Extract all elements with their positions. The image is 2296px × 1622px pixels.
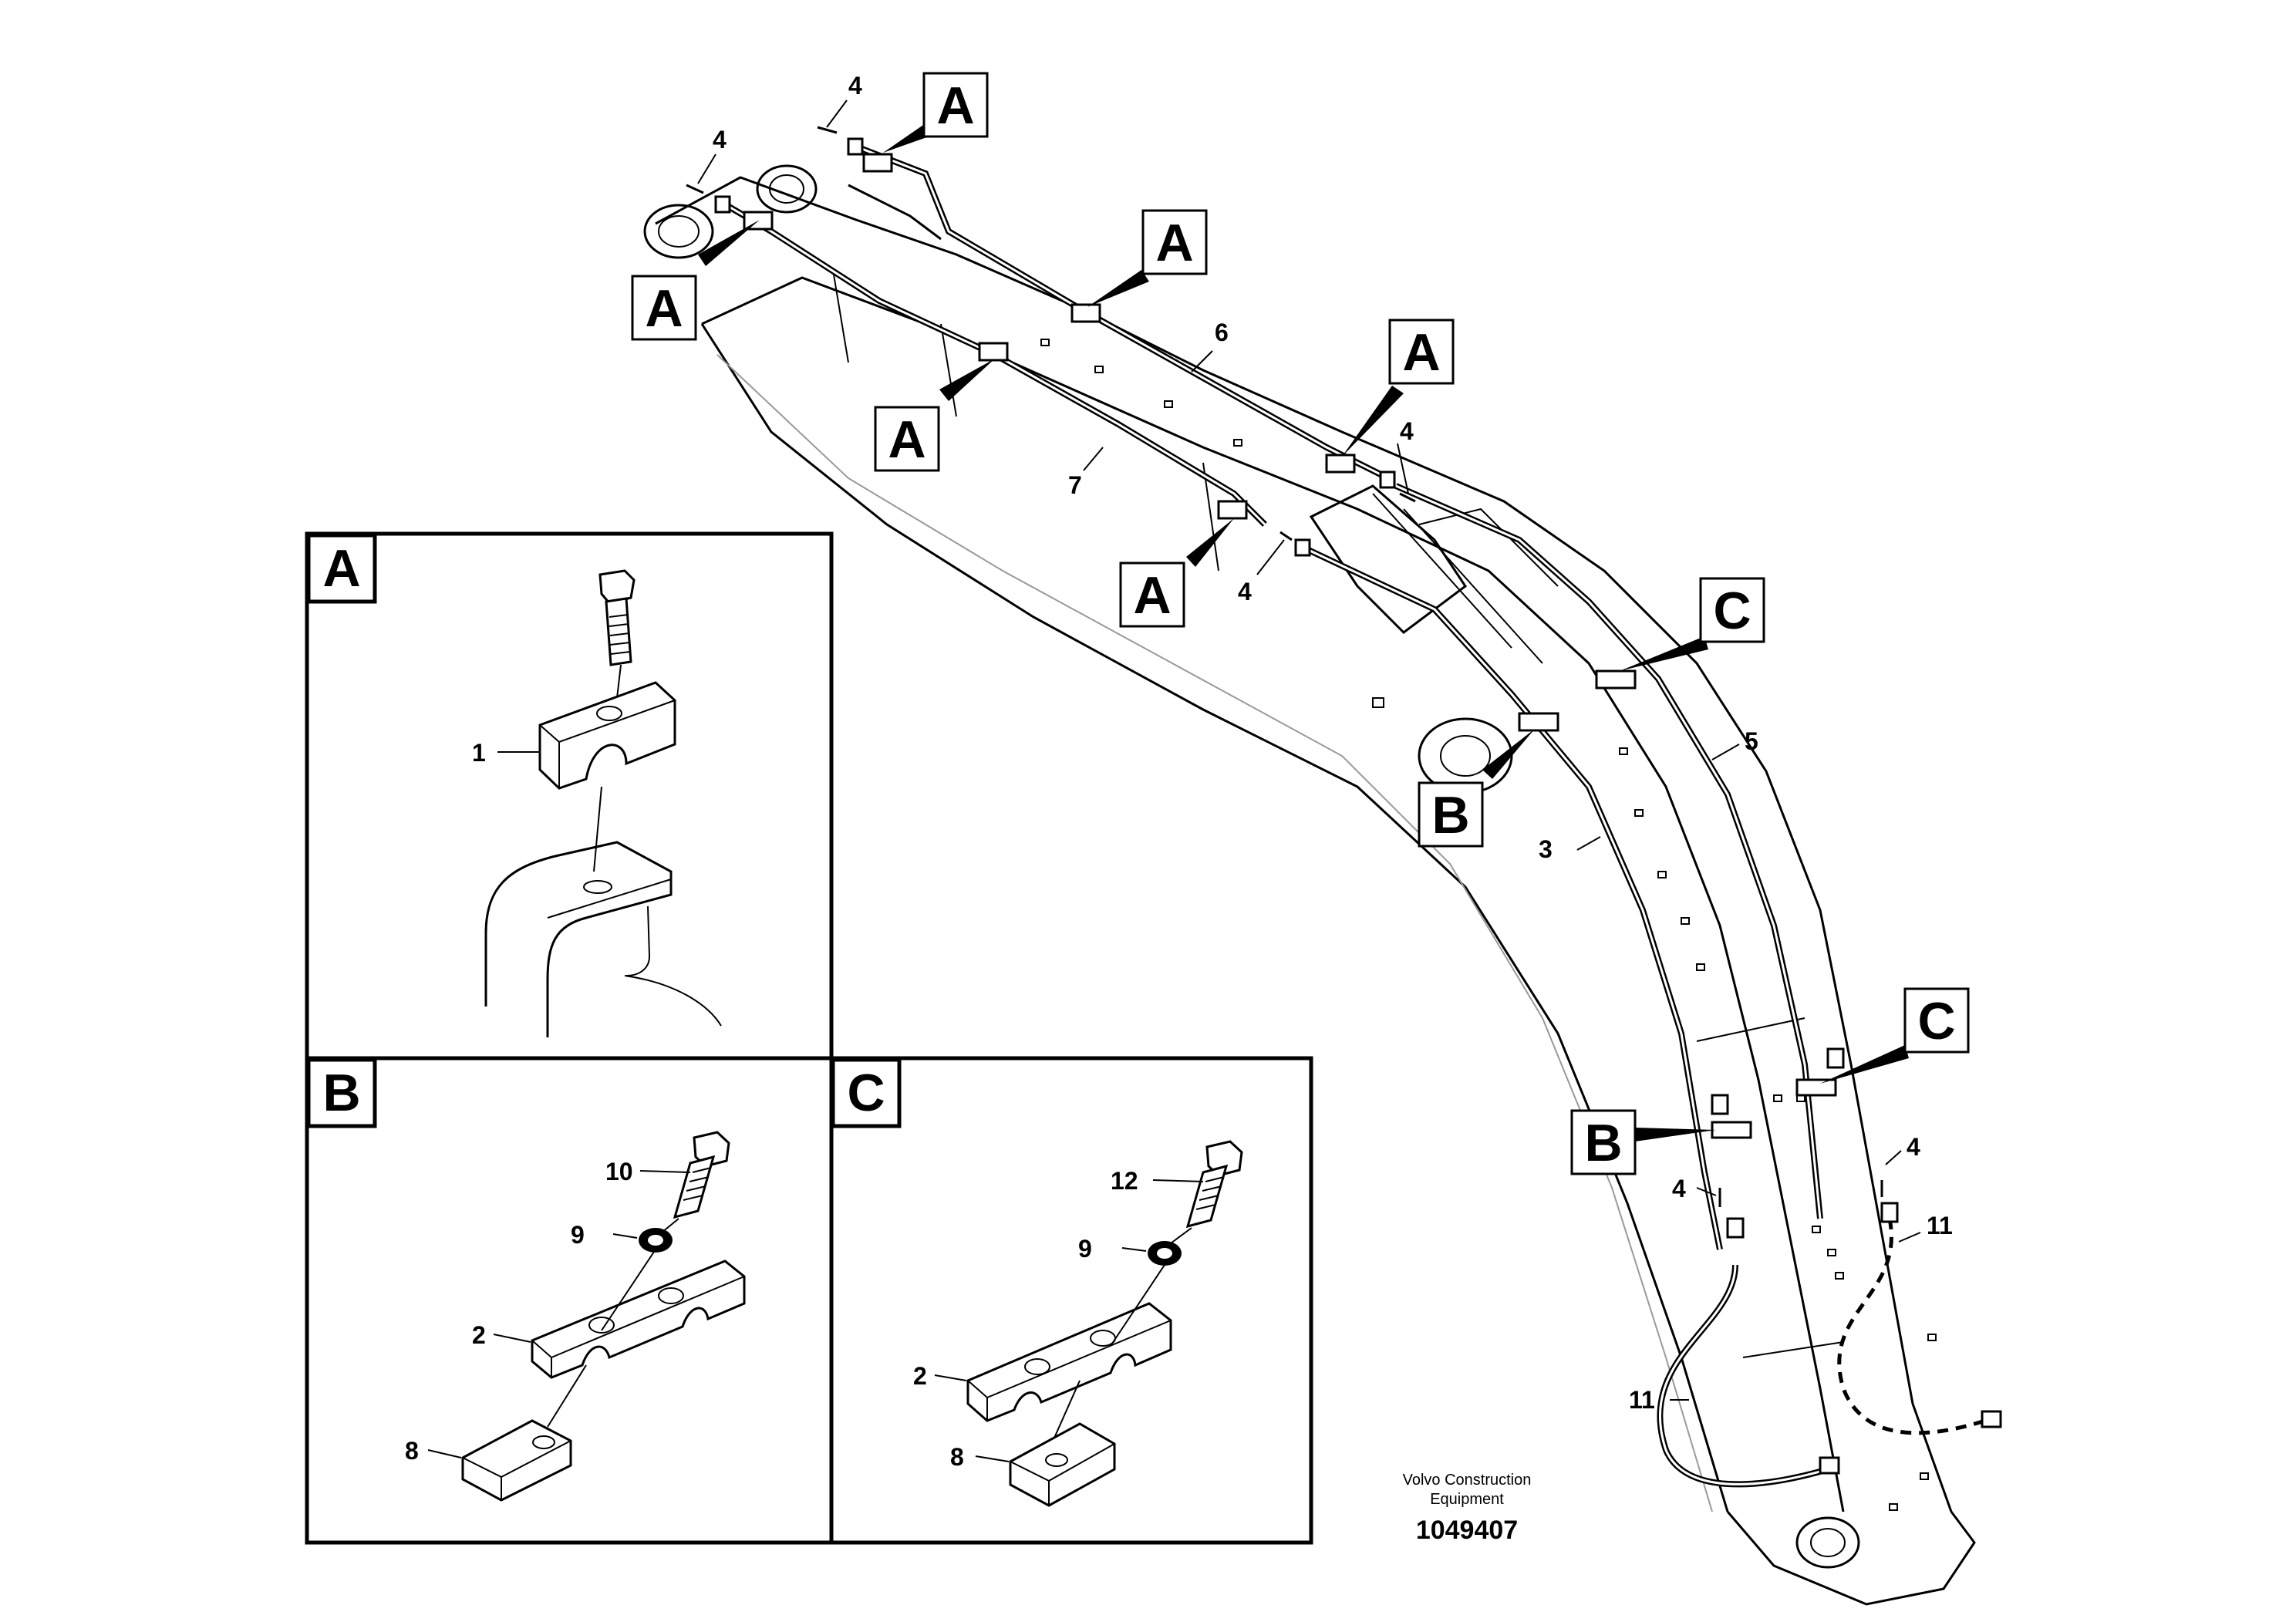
clamp-half xyxy=(538,681,676,790)
detail-c: C 12 9 2 xyxy=(831,1057,1243,1507)
callout-tag: C xyxy=(1917,992,1955,1050)
part-number: 5 xyxy=(1745,727,1758,755)
part-number-9: 9 xyxy=(571,1221,585,1249)
detail-title: A xyxy=(322,539,360,598)
part-number: 4 xyxy=(713,126,727,153)
part-number-labels: 4 4 4 4 4 4 6 7 5 3 11 11 xyxy=(697,72,1953,1414)
hydraulic-lines xyxy=(686,126,2002,1488)
part-number-8: 8 xyxy=(950,1443,964,1471)
spacer-block xyxy=(461,1419,572,1502)
callout-tag: A xyxy=(1155,214,1193,272)
callout-tag-box xyxy=(922,72,989,138)
spacer-block xyxy=(1009,1422,1116,1507)
callout-tag: A xyxy=(1133,566,1171,625)
callout-tag: C xyxy=(1713,582,1751,640)
bolt-icon xyxy=(1185,1140,1243,1229)
bolt-icon xyxy=(673,1131,730,1219)
washer-icon xyxy=(639,1228,673,1253)
part-number-2: 2 xyxy=(472,1321,486,1349)
part-number: 4 xyxy=(1907,1133,1920,1161)
part-number: 4 xyxy=(1672,1175,1686,1202)
part-number: 3 xyxy=(1539,835,1553,863)
part-number: 11 xyxy=(1927,1212,1953,1239)
detail-b: B 10 9 2 xyxy=(306,1057,746,1502)
detail-title: C xyxy=(847,1064,885,1122)
callout-tag: A xyxy=(936,76,974,135)
part-number-10: 10 xyxy=(605,1158,633,1185)
part-number-9: 9 xyxy=(1078,1235,1092,1263)
detail-a: A 1 xyxy=(306,533,722,1037)
part-number-1: 1 xyxy=(472,739,486,767)
detail-title: B xyxy=(322,1064,360,1122)
part-number: 11 xyxy=(1629,1386,1655,1414)
callout-tag: B xyxy=(1431,786,1469,845)
drawing-number: 1049407 xyxy=(1416,1516,1518,1545)
callout-tag: A xyxy=(1402,323,1440,382)
part-number: 7 xyxy=(1068,471,1082,499)
part-number-8: 8 xyxy=(405,1437,419,1465)
callout-tags: A A A A A A B B C C xyxy=(631,72,1970,1175)
part-number: 4 xyxy=(1238,578,1252,605)
washer-icon xyxy=(1148,1241,1182,1266)
credit-line-2: Equipment xyxy=(1430,1491,1504,1508)
boom-bracket xyxy=(484,841,722,1037)
callout-tag: A xyxy=(888,410,925,469)
part-number: 4 xyxy=(1400,417,1414,445)
part-number-2: 2 xyxy=(913,1362,927,1390)
clamp-plate xyxy=(531,1259,746,1379)
credit-block: Volvo Construction Equipment 1049407 xyxy=(1403,1472,1532,1545)
callout-tag: A xyxy=(645,279,683,338)
credit-line-1: Volvo Construction xyxy=(1403,1472,1532,1489)
part-number: 6 xyxy=(1215,319,1229,346)
callout-tag: B xyxy=(1584,1114,1622,1172)
detail-panels-frame xyxy=(305,531,1313,1545)
bolt-icon xyxy=(598,569,636,699)
part-number: 4 xyxy=(848,72,862,99)
part-number-12: 12 xyxy=(1111,1167,1138,1195)
